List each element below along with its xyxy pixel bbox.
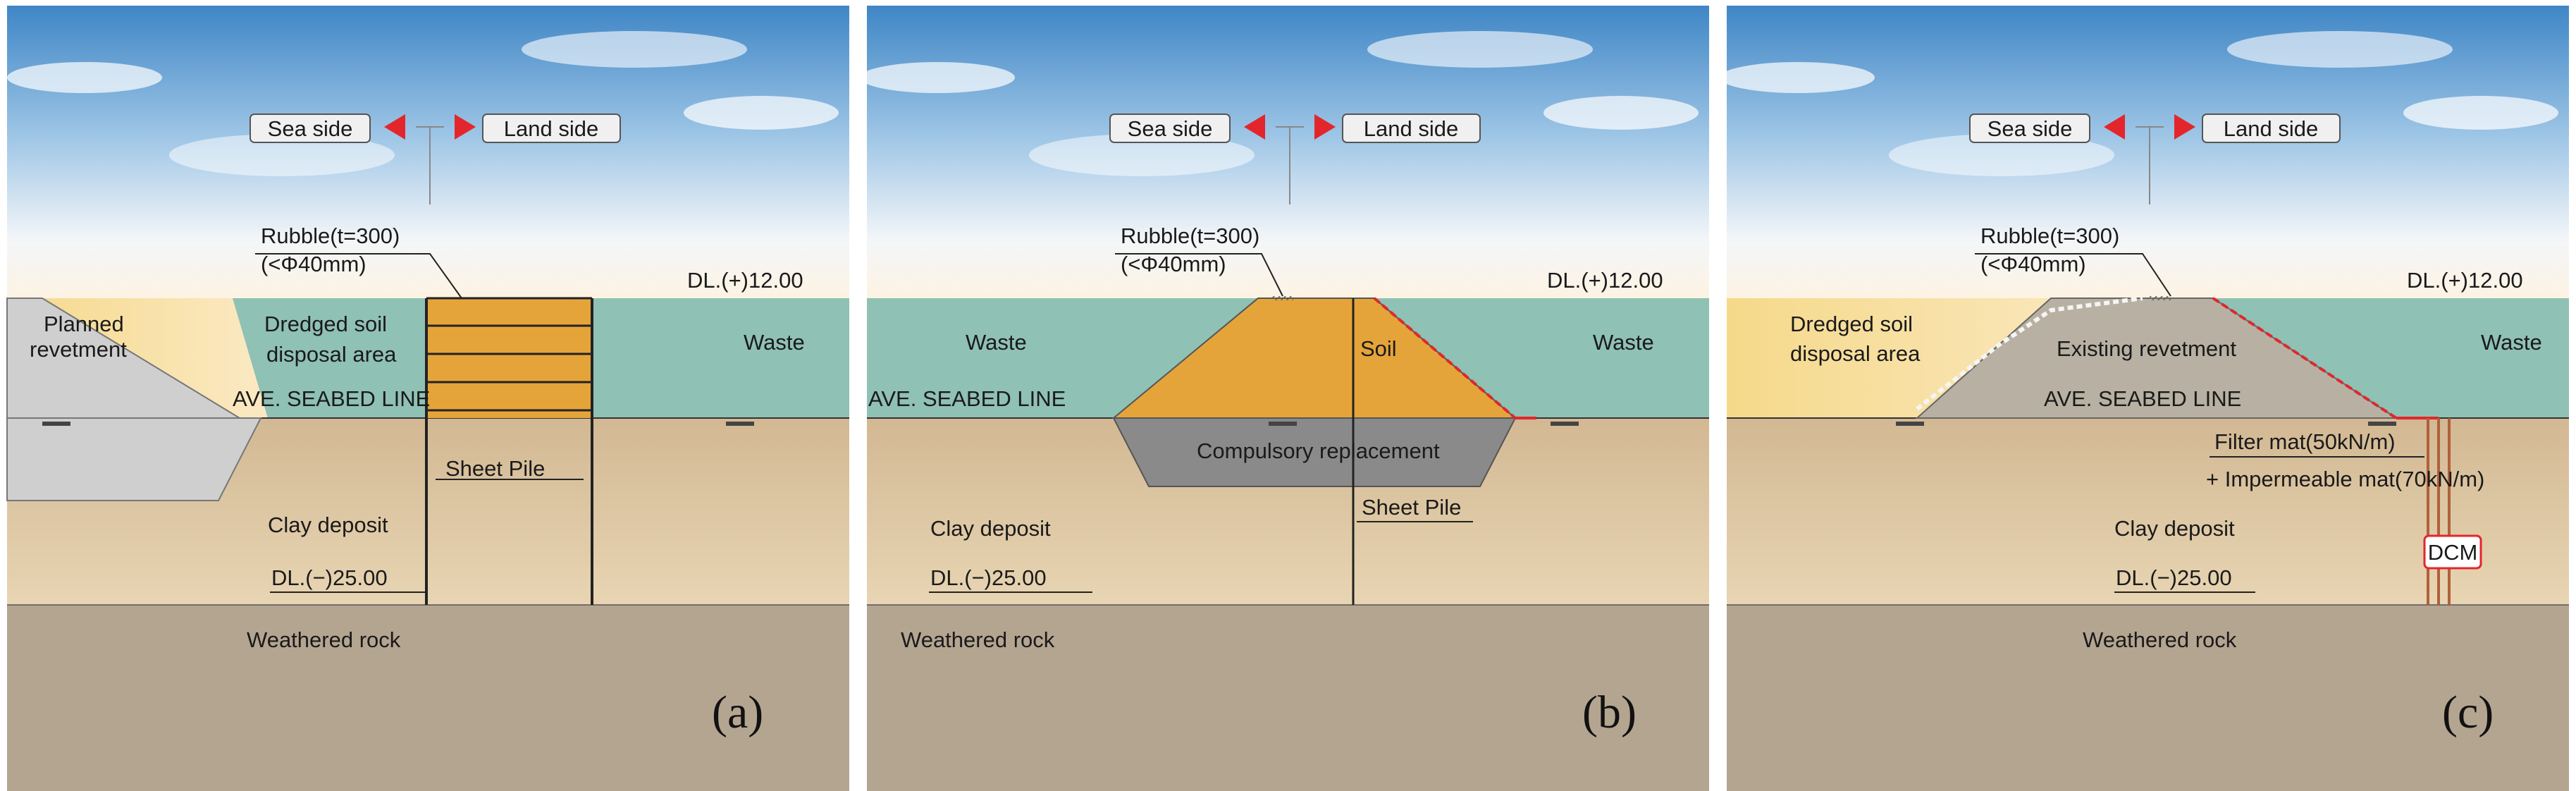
seabed-label: AVE. SEABED LINE (2044, 386, 2241, 411)
direction-arrow-icon (384, 114, 405, 140)
dcm-label: DCM (2428, 540, 2478, 565)
rubble-label: Rubble(t=300) (1980, 223, 2119, 248)
dredged-label-2: disposal area (1790, 341, 1921, 366)
panel-b: Sea side Land side Rubble(t=300) (<Φ40mm… (860, 0, 1716, 791)
waste-right-label: Waste (1593, 330, 1654, 355)
land-side-box (1342, 114, 1481, 143)
direction-arrow-icon (455, 114, 476, 140)
rubble-leader (1115, 253, 1283, 297)
land-side-box (2202, 114, 2341, 143)
direction-arrow-icon (1244, 114, 1265, 140)
cloud (522, 31, 747, 68)
dredged-label-2: disposal area (266, 342, 397, 367)
weathered-rock-layer (1727, 605, 2569, 791)
cloud (7, 62, 162, 93)
elevation-bottom-label: DL.(−)25.00 (930, 565, 1047, 590)
impermeable-mat-label: + Impermeable mat(70kN/m) (2206, 467, 2484, 491)
cloud (860, 62, 1015, 93)
elevation-top-label: DL.(+)12.00 (1547, 268, 1663, 293)
seabed-label: AVE. SEABED LINE (868, 386, 1066, 411)
sea-side-box (249, 114, 371, 143)
clay-label: Clay deposit (2114, 516, 2235, 541)
panel-c: Sea side Land side Rubble(t=300) (<Φ40mm… (1720, 0, 2576, 791)
existing-revetment-label: Existing revetment (2057, 336, 2236, 361)
waste-left-label: Waste (966, 330, 1027, 355)
land-side-label: Land side (2224, 116, 2318, 141)
sea-side-box (1969, 114, 2090, 143)
rock-label: Weathered rock (901, 627, 1055, 652)
elevation-top-label: DL.(+)12.00 (2407, 268, 2523, 293)
elevation-bottom-label: DL.(−)25.00 (271, 565, 388, 590)
panel-c-diagram: Sea side Land side Rubble(t=300) (<Φ40mm… (1720, 6, 2569, 791)
marker (1269, 422, 1297, 426)
marker (1896, 422, 1924, 426)
rock-label: Weathered rock (2083, 627, 2237, 652)
sea-side-label: Sea side (268, 116, 353, 141)
rubble-size-label: (<Φ40mm) (1121, 252, 1226, 276)
sea-side-box (1109, 114, 1231, 143)
dredged-soil-box (426, 298, 592, 418)
sheet-pile-label: Sheet Pile (1362, 495, 1461, 520)
direction-arrow-icon (2174, 114, 2195, 140)
planned-revetment-label-1: Planned (44, 312, 124, 336)
weathered-rock-layer (7, 605, 849, 791)
panel-a: Sea side Land side Rubble(t=300) (<Φ40mm… (0, 0, 856, 791)
cloud (1543, 96, 1699, 130)
sheet-pile-label: Sheet Pile (445, 456, 545, 481)
rubble-label: Rubble(t=300) (1121, 223, 1259, 248)
marker (1551, 422, 1579, 426)
marker (42, 422, 70, 426)
direction-arrow-icon (2104, 114, 2125, 140)
direction-arrow-icon (1314, 114, 1336, 140)
elevation-bottom-label: DL.(−)25.00 (2116, 565, 2232, 590)
rubble-size-label: (<Φ40mm) (1980, 252, 2086, 276)
cloud (2403, 96, 2558, 130)
panel-a-diagram: Sea side Land side Rubble(t=300) (<Φ40mm… (6, 6, 849, 791)
sea-side-label: Sea side (1988, 116, 2073, 141)
liner (1373, 297, 1517, 419)
rubble-marker (2150, 296, 2171, 300)
replacement-label: Compulsory replacement (1197, 439, 1440, 463)
cloud (1720, 62, 1875, 93)
armor-stones (1916, 296, 2143, 411)
weathered-rock-layer (867, 605, 1709, 791)
dredged-label-1: Dredged soil (1790, 312, 1913, 336)
cloud (1367, 31, 1593, 68)
panel-label: (c) (2442, 687, 2494, 738)
rock-label: Weathered rock (247, 627, 401, 652)
panel-label: (a) (712, 687, 763, 738)
cloud (169, 134, 395, 176)
rubble-label: Rubble(t=300) (261, 223, 400, 248)
planned-revetment-base (6, 417, 262, 501)
liner (2212, 297, 2398, 419)
filter-mat-label: Filter mat(50kN/m) (2214, 429, 2396, 454)
elevation-top-label: DL.(+)12.00 (687, 268, 803, 293)
cloud (2227, 31, 2453, 68)
cloud (1889, 134, 2114, 176)
rubble-marker (1272, 296, 1293, 300)
rubble-leader (1975, 253, 2171, 297)
land-side-label: Land side (504, 116, 598, 141)
panel-b-diagram: Sea side Land side Rubble(t=300) (<Φ40mm… (860, 6, 1709, 791)
dredged-label-1: Dredged soil (264, 312, 387, 336)
dcm-box (2423, 534, 2482, 570)
clay-label: Clay deposit (930, 516, 1051, 541)
planned-revetment-label-2: revetment (30, 337, 127, 362)
seabed-label: AVE. SEABED LINE (233, 386, 430, 411)
clay-label: Clay deposit (268, 513, 388, 537)
waste-label: Waste (744, 330, 805, 355)
land-side-box (482, 114, 621, 143)
marker (726, 422, 754, 426)
cloud (684, 96, 839, 130)
panel-label: (b) (1582, 687, 1637, 738)
soil-label: Soil (1360, 336, 1397, 361)
rubble-leader (255, 253, 462, 299)
sea-side-label: Sea side (1128, 116, 1213, 141)
land-side-label: Land side (1364, 116, 1458, 141)
rubble-size-label: (<Φ40mm) (261, 252, 366, 276)
marker (2368, 422, 2396, 426)
waste-label: Waste (2481, 330, 2542, 355)
cloud (1029, 134, 1255, 176)
